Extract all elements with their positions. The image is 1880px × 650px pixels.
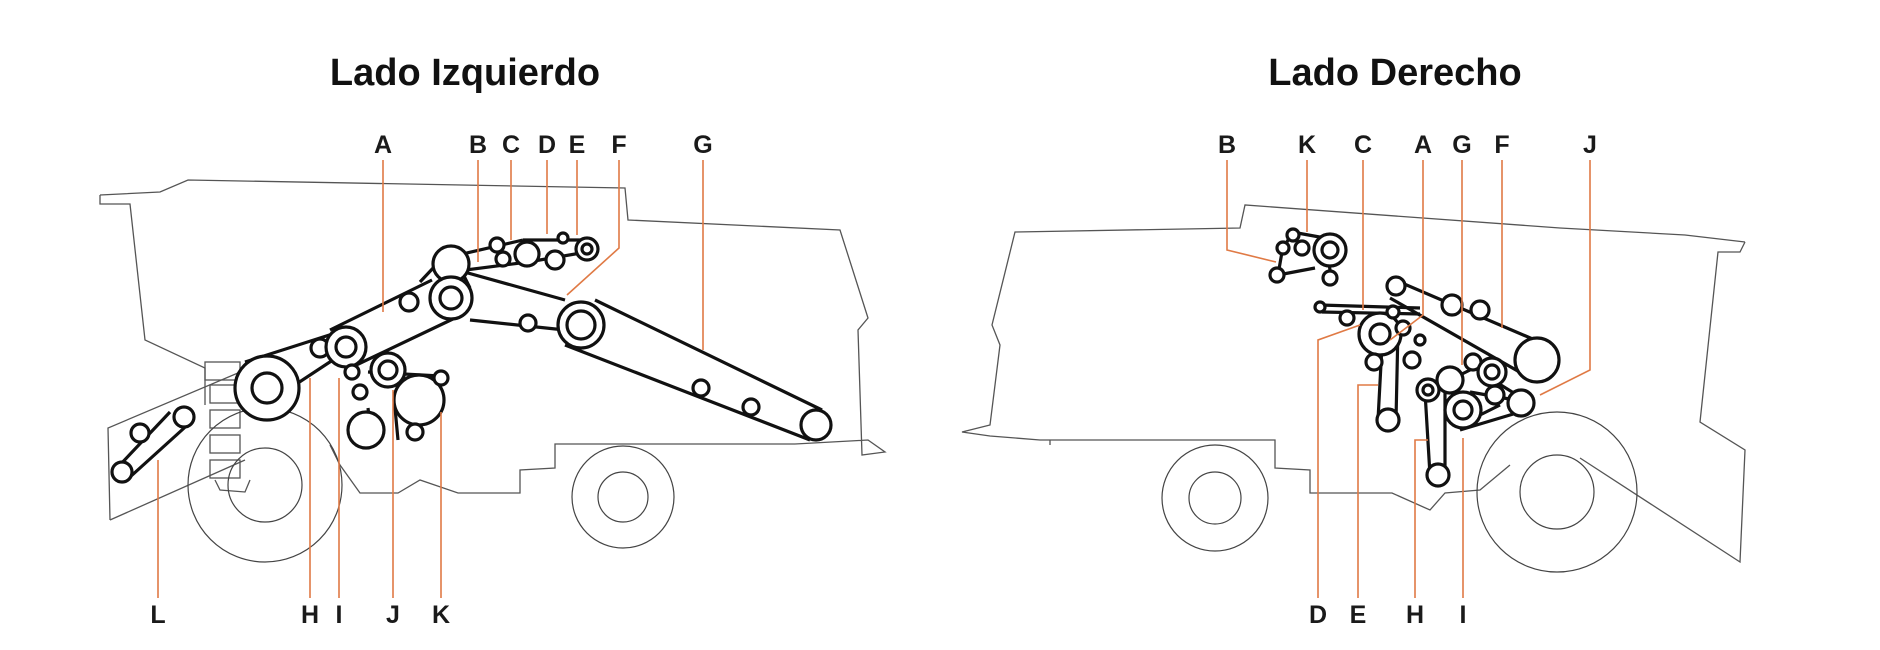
pulley	[1375, 407, 1401, 433]
right-combine: B K C A G F J D E H I	[961, 131, 1746, 629]
label-h: H	[1406, 601, 1424, 629]
pulley	[1513, 336, 1561, 384]
right-pulleys	[1268, 227, 1561, 488]
pulley	[1402, 350, 1422, 370]
pulley	[1385, 275, 1407, 297]
pulley	[1364, 352, 1384, 372]
right-rear-wheel	[1161, 444, 1269, 552]
left-front-wheel	[187, 407, 343, 563]
pulley	[343, 363, 361, 381]
pulley	[1394, 319, 1412, 337]
pulley	[580, 242, 594, 256]
pulley	[1484, 384, 1506, 406]
pulley	[250, 371, 284, 405]
pulley	[405, 422, 425, 442]
left-bottom-labels: L H I J K	[150, 601, 450, 629]
label-f: F	[1494, 131, 1509, 159]
pulley	[1293, 239, 1311, 257]
pulley	[544, 249, 566, 271]
label-c: C	[1354, 131, 1372, 159]
left-top-labels: A B C D E F G	[374, 131, 713, 159]
label-c: C	[502, 131, 520, 159]
pulley	[1483, 363, 1501, 381]
pulley	[334, 335, 358, 359]
pulley	[1338, 309, 1356, 327]
pulley	[1425, 462, 1451, 488]
pulley	[351, 383, 369, 401]
pulley	[398, 291, 420, 313]
left-leader-lines	[157, 160, 704, 598]
pulley	[172, 405, 196, 429]
right-panel-title: Lado Derecho	[1268, 52, 1522, 94]
pulley	[129, 422, 151, 444]
pulley	[110, 460, 134, 484]
pulley	[513, 240, 541, 268]
right-combine-body	[961, 204, 1746, 564]
label-d: D	[538, 131, 556, 159]
label-l: L	[150, 601, 165, 629]
label-j: J	[386, 601, 400, 629]
label-k: K	[1298, 131, 1316, 159]
pulley	[1506, 388, 1536, 418]
pulley	[1368, 322, 1392, 346]
label-i: I	[336, 601, 343, 629]
right-front-wheel	[1476, 411, 1638, 573]
pulley	[494, 250, 512, 268]
pulley	[1452, 399, 1474, 421]
pulley	[1321, 269, 1339, 287]
pulley	[1440, 293, 1464, 317]
pulley	[1385, 304, 1401, 320]
label-g: G	[1452, 131, 1471, 159]
left-pulleys	[110, 231, 833, 484]
label-i: I	[1460, 601, 1467, 629]
right-bottom-labels: D E H I	[1309, 601, 1467, 629]
label-a: A	[1414, 131, 1432, 159]
pulley	[377, 359, 399, 381]
pulley	[1435, 365, 1465, 395]
pulley	[1320, 240, 1340, 260]
label-j: J	[1583, 131, 1597, 159]
left-belts	[116, 238, 823, 479]
pulley	[1413, 333, 1427, 347]
left-rear-wheel	[571, 445, 675, 549]
pulley	[1268, 266, 1286, 284]
pulley	[1313, 300, 1327, 314]
pulley	[1275, 240, 1291, 256]
pulley	[1469, 299, 1491, 321]
label-a: A	[374, 131, 392, 159]
label-g: G	[693, 131, 712, 159]
pulley	[691, 378, 711, 398]
pulley	[432, 369, 450, 387]
label-d: D	[1309, 601, 1327, 629]
left-combine: A B C D E F G L H I J K	[99, 131, 887, 629]
left-panel-title: Lado Izquierdo	[329, 52, 601, 94]
label-b: B	[469, 131, 487, 159]
pulley	[438, 285, 464, 311]
label-e: E	[1350, 601, 1367, 629]
left-combine-body	[99, 179, 887, 521]
right-leader-lines	[1226, 160, 1591, 598]
pulley	[518, 313, 538, 333]
label-b: B	[1218, 131, 1236, 159]
pulley	[799, 408, 833, 442]
pulley	[1421, 383, 1435, 397]
pulley	[741, 397, 761, 417]
label-e: E	[569, 131, 586, 159]
label-f: F	[611, 131, 626, 159]
right-top-labels: B K C A G F J	[1218, 131, 1597, 159]
pulley	[556, 231, 570, 245]
pulley	[346, 410, 386, 450]
label-h: H	[301, 601, 319, 629]
pulley	[565, 309, 597, 341]
pulley	[1285, 227, 1301, 243]
label-k: K	[432, 601, 450, 629]
pulley	[488, 236, 506, 254]
